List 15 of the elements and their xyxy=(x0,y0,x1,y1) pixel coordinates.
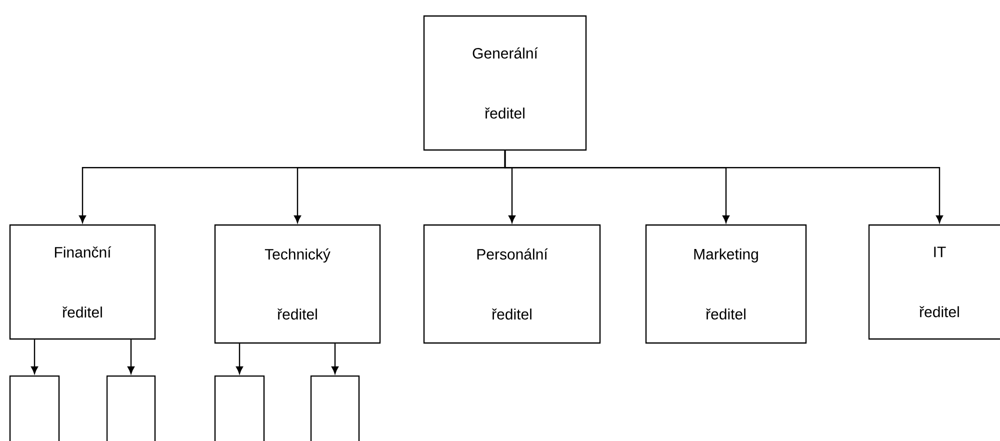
arrow xyxy=(236,344,243,374)
position-box: Generální ředitel xyxy=(423,15,587,151)
position-box: IT ředitel xyxy=(868,224,1000,340)
arrow xyxy=(128,340,134,374)
empty-box xyxy=(106,375,156,441)
arrow xyxy=(504,150,943,223)
empty-box xyxy=(310,375,360,441)
arrow xyxy=(31,340,38,374)
empty-box xyxy=(9,375,60,441)
position-box: Personální ředitel xyxy=(423,224,601,344)
arrow xyxy=(332,344,338,374)
position-box: Technický ředitel xyxy=(214,224,381,344)
position-box: Marketing ředitel xyxy=(645,224,807,344)
empty-box xyxy=(214,375,265,441)
position-box: Finanční ředitel xyxy=(9,224,156,340)
